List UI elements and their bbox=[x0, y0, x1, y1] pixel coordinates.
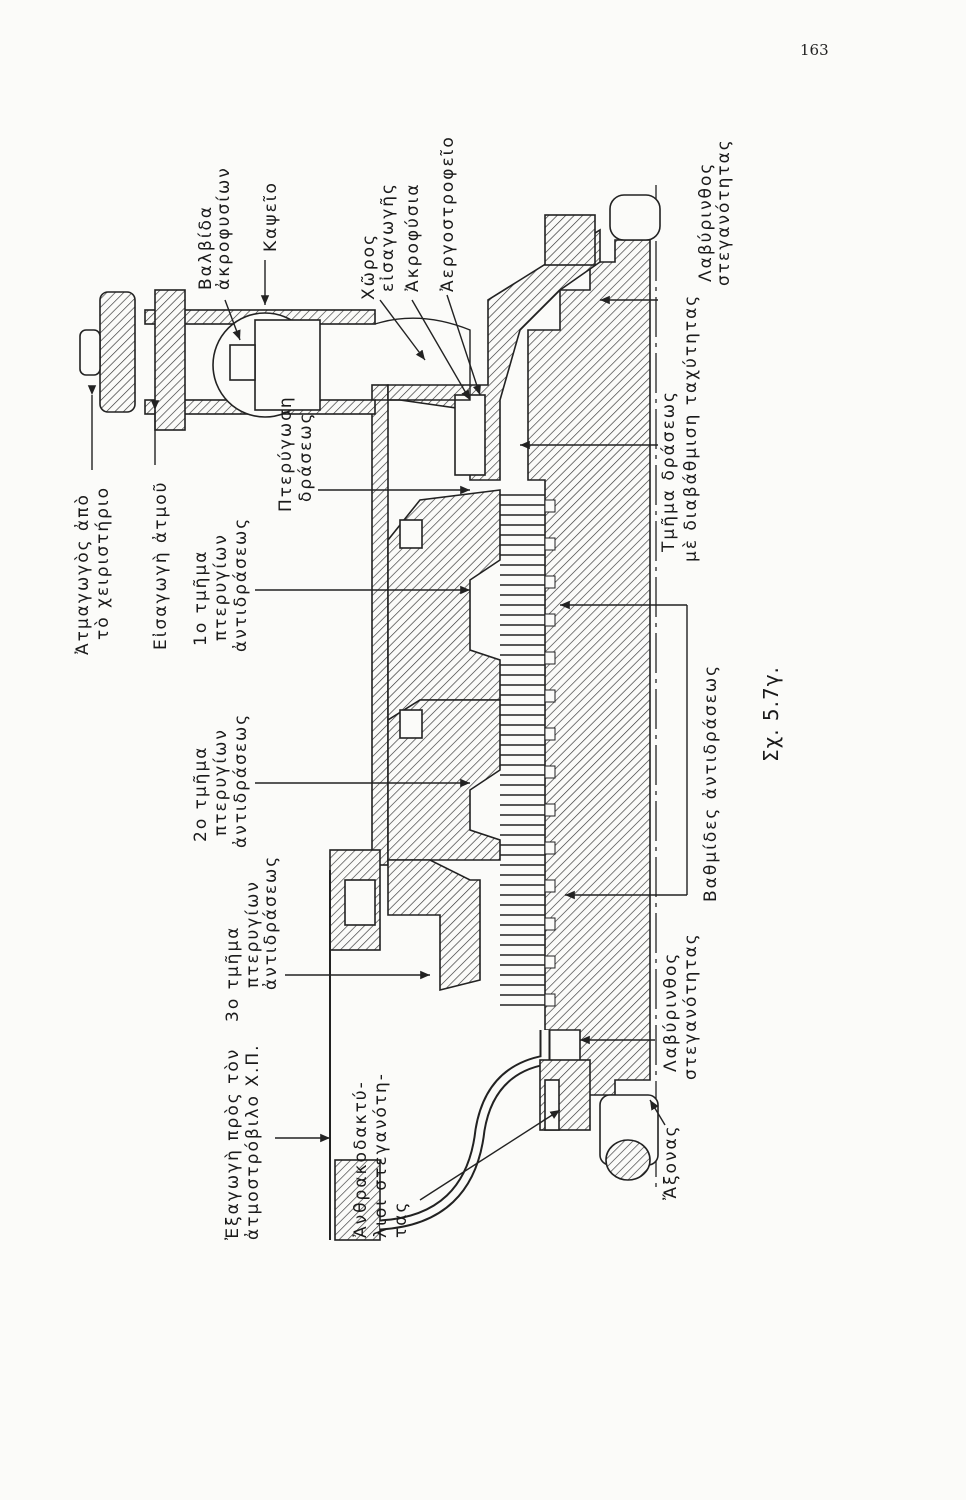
blade-root bbox=[544, 765, 556, 779]
label-exhaust: ἀτμοστρόβιλο Χ.Π. bbox=[243, 1043, 263, 1240]
steam-inlet-assembly bbox=[79, 289, 471, 431]
blade-root bbox=[544, 917, 556, 931]
rotor bbox=[527, 194, 661, 1181]
label-inlet-space: Χῶρος bbox=[359, 233, 379, 300]
figure-caption: Σχ. 5.7γ. bbox=[759, 666, 783, 762]
label-stage2: ἀντιδράσεως bbox=[231, 713, 251, 848]
label-stage3: πτερυγίων bbox=[243, 880, 263, 988]
label-stage1: ἀντιδράσεως bbox=[231, 517, 251, 652]
blade-root bbox=[544, 841, 556, 855]
label-reaction-stages: Βαθμίδες ἀντιδράσεως bbox=[701, 664, 721, 902]
label-stage2: 2ο τμῆμα bbox=[191, 746, 211, 842]
label-stage3: ἀντιδράσεως bbox=[261, 855, 281, 990]
label-nozzle-valve: ἀκροφυσίων bbox=[214, 166, 234, 290]
label-stage3: 3ο τμῆμα bbox=[223, 926, 243, 1022]
label-labyrinth-bottom: στεγανότητας bbox=[681, 932, 701, 1080]
blade-root bbox=[544, 537, 556, 551]
label-steam-pipe: τὸ χειριστήριο bbox=[93, 486, 113, 640]
label-idle-wheel: Ἀεργοστροφεῖο bbox=[438, 135, 458, 292]
leader-lines bbox=[87, 260, 688, 1201]
label-nozzle-valve: Βαλβίδα bbox=[196, 205, 216, 290]
label-carbon-rings: λιοι στεγανότη- bbox=[371, 1072, 391, 1238]
blade-rows bbox=[500, 494, 556, 1007]
label-carbon-rings: Ἀνθρακοδακτύ- bbox=[351, 1080, 371, 1238]
blade-root bbox=[544, 575, 556, 589]
label-valve-chest: Καψεῖο bbox=[261, 181, 281, 252]
label-steam-inlet: Εἰσαγωγὴ ἀτμοῦ bbox=[151, 480, 171, 650]
blade-root bbox=[544, 955, 556, 969]
label-labyrinth-top: στεγανότητας bbox=[714, 138, 734, 286]
blade-root bbox=[544, 879, 556, 893]
label-nozzles: Ἀκροφύσια bbox=[403, 182, 423, 292]
label-impulse-section: μὲ διαβάθμιση ταχύτητας bbox=[681, 294, 701, 562]
blade-root bbox=[544, 727, 556, 741]
label-inlet-space: εἰσαγωγῆς bbox=[378, 182, 398, 292]
label-labyrinth-top: Λαβύρινθος bbox=[696, 162, 716, 282]
blade-root bbox=[544, 993, 556, 1007]
blade-root bbox=[544, 689, 556, 703]
label-shaft: Ἄξονας bbox=[661, 1124, 681, 1200]
exhaust-casing bbox=[329, 214, 596, 1241]
label-exhaust: Ἐξαγωγὴ πρὸς τὸν bbox=[223, 1048, 243, 1240]
label-stage1: πτερυγίων bbox=[211, 533, 231, 641]
label-steam-pipe: Ἀτμαγωγὸς ἀπὸ bbox=[73, 493, 93, 655]
labels: Ἀτμαγωγὸς ἀπὸ τὸ χειριστήριο Εἰσαγωγὴ ἀτ… bbox=[73, 135, 783, 1240]
casing bbox=[329, 228, 601, 992]
label-carbon-rings: τας bbox=[391, 1201, 411, 1238]
label-labyrinth-bottom: Λαβύρινθος bbox=[661, 952, 681, 1072]
label-impulse-section: Τμῆμα δράσεως bbox=[659, 390, 679, 553]
page-number: 163 bbox=[800, 41, 829, 59]
label-impulse-blading: Πτερύγωση bbox=[276, 395, 296, 512]
label-stage2: πτερυγίων bbox=[211, 728, 231, 836]
blade-root bbox=[544, 803, 556, 817]
blade-root bbox=[544, 651, 556, 665]
label-impulse-blading: δράσεως bbox=[296, 411, 316, 502]
blade-root bbox=[544, 613, 556, 627]
blade-root bbox=[544, 499, 556, 513]
label-stage1: 1ο τμῆμα bbox=[191, 550, 211, 646]
